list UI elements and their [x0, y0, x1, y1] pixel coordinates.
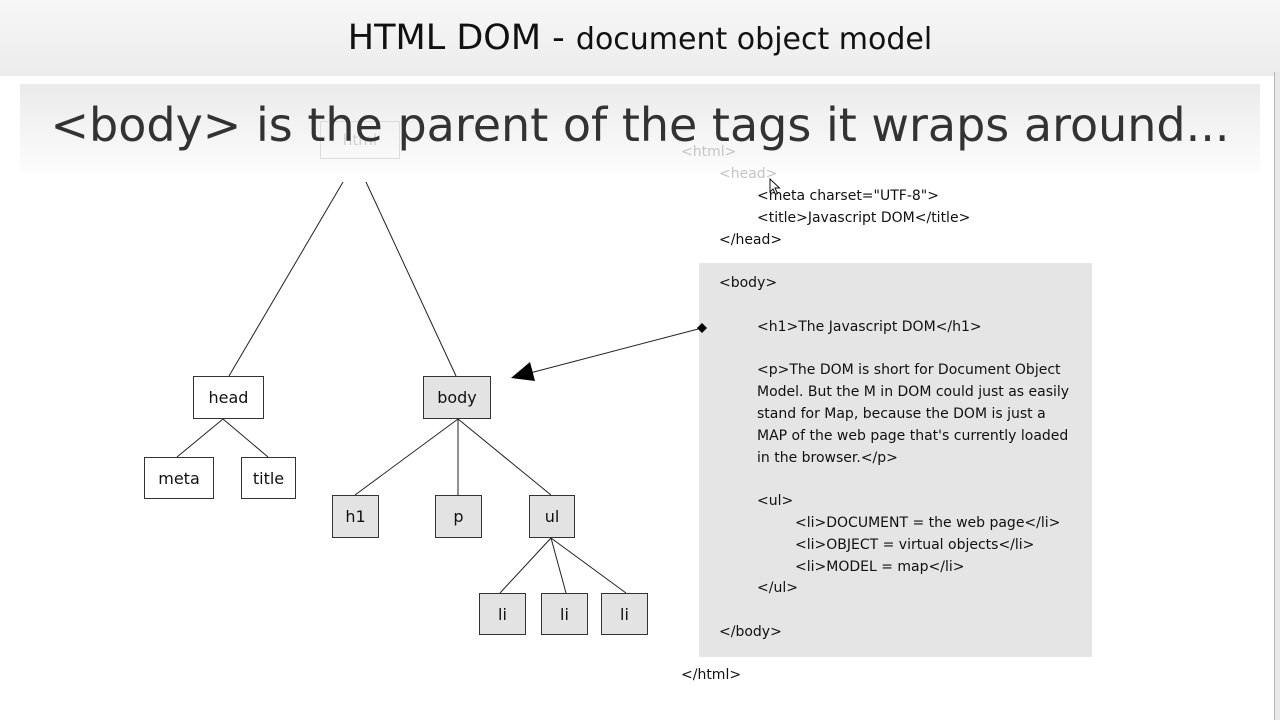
code-head-close: </head> [719, 232, 783, 248]
code-title: <title>Javascript DOM</title> [757, 210, 971, 226]
edge-head-meta [176, 418, 224, 458]
tree-node-head: head [193, 376, 264, 419]
arrow-shaft [529, 327, 703, 374]
tree-node-title: title [241, 457, 296, 499]
code-html-close: </html> [681, 667, 742, 683]
mouse-pointer-icon [769, 178, 781, 196]
body-code-panel [699, 263, 1092, 657]
tree-node-li-3: li [601, 593, 648, 635]
code-body-open: <body> [719, 275, 778, 291]
edge-ul-li1 [499, 537, 552, 594]
code-li-1: <li>DOCUMENT = the web page</li> [795, 515, 1061, 531]
code-ul-open: <ul> [757, 493, 794, 509]
tree-node-h1: h1 [332, 495, 379, 538]
edge-body-ul [457, 418, 552, 496]
arrow-tail-diamond [697, 323, 707, 333]
edge-head-title [222, 418, 269, 458]
edge-body-h1 [354, 418, 459, 496]
slide-title: HTML DOM - document object model [0, 18, 1280, 58]
arrow-head [511, 362, 535, 381]
code-head-open: <head> [719, 166, 778, 182]
tree-node-li-2: li [541, 593, 588, 635]
code-li-2: <li>OBJECT = virtual objects</li> [795, 537, 1035, 553]
title-bar [0, 0, 1280, 76]
code-body-close: </body> [719, 624, 782, 640]
edge-html-head [228, 181, 344, 377]
tree-node-ul: ul [529, 495, 575, 538]
caption-band [20, 84, 1260, 172]
scrollbar-edge [1274, 72, 1280, 720]
edge-ul-li3 [550, 537, 627, 594]
title-separator: - [541, 18, 576, 58]
code-ul-close: </ul> [757, 580, 798, 596]
tree-node-html-label: html [342, 131, 378, 149]
caption: <body> is the parent of the tags it wrap… [50, 98, 1230, 152]
edge-ul-li2 [550, 537, 567, 594]
tree-node-li-1: li [479, 593, 526, 635]
tree-node-p: p [435, 495, 482, 538]
title-sub: document object model [575, 22, 933, 57]
tree-node-html-ghost [320, 121, 400, 159]
code-html-open: <html> [681, 144, 737, 160]
code-h1: <h1>The Javascript DOM</h1> [757, 319, 982, 335]
code-paragraph: <p>The DOM is short for Document Object … [757, 362, 1070, 466]
code-li-3: <li>MODEL = map</li> [795, 559, 965, 575]
tree-node-meta: meta [144, 457, 214, 499]
tree-node-body: body [423, 376, 491, 419]
title-main: HTML DOM [347, 18, 542, 58]
code-meta: <meta charset="UTF-8"> [757, 188, 939, 204]
edge-html-body [365, 181, 457, 377]
